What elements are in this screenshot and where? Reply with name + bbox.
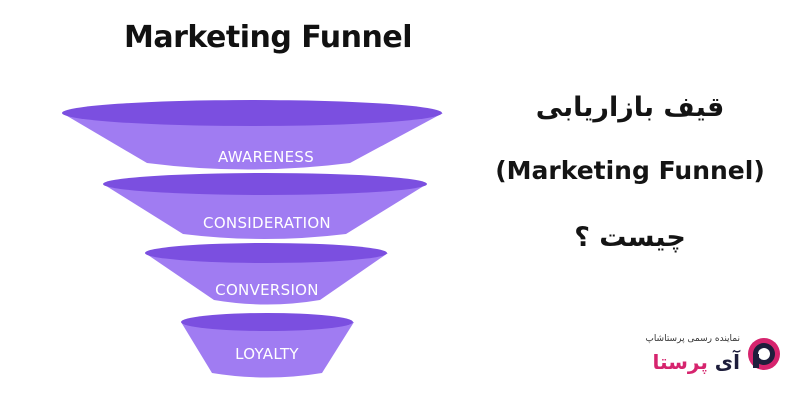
headline-english-title: (Marketing Funnel) — [495, 156, 765, 185]
funnel-stage-conversion: CONVERSION — [145, 243, 388, 305]
headline-persian-title: قیف بازاریابی — [535, 92, 725, 123]
brand-block[interactable]: نماینده رسمی پرستاشاپ آی پرستا — [640, 326, 790, 386]
funnel-label-loyalty: LOYALTY — [235, 345, 299, 363]
funnel-title: Marketing Funnel — [124, 20, 413, 55]
funnel-label-awareness: AWARENESS — [218, 148, 314, 166]
funnel-stage-loyalty: LOYALTY — [181, 313, 354, 378]
funnel-label-conversion: CONVERSION — [215, 281, 319, 299]
brand-name-part2: پرستا — [652, 350, 708, 374]
brand-tagline: نماینده رسمی پرستاشاپ — [645, 334, 740, 344]
headline-question: چیست ؟ — [574, 222, 686, 253]
funnel-stage-consideration: CONSIDERATION — [103, 173, 427, 239]
funnel-stage-awareness: AWARENESS — [62, 100, 443, 170]
brand-name-part1: آی — [707, 350, 740, 374]
funnel-label-consideration: CONSIDERATION — [203, 214, 331, 232]
brand-name: آی پرستا — [653, 350, 740, 374]
brand-logo-icon — [748, 338, 780, 370]
